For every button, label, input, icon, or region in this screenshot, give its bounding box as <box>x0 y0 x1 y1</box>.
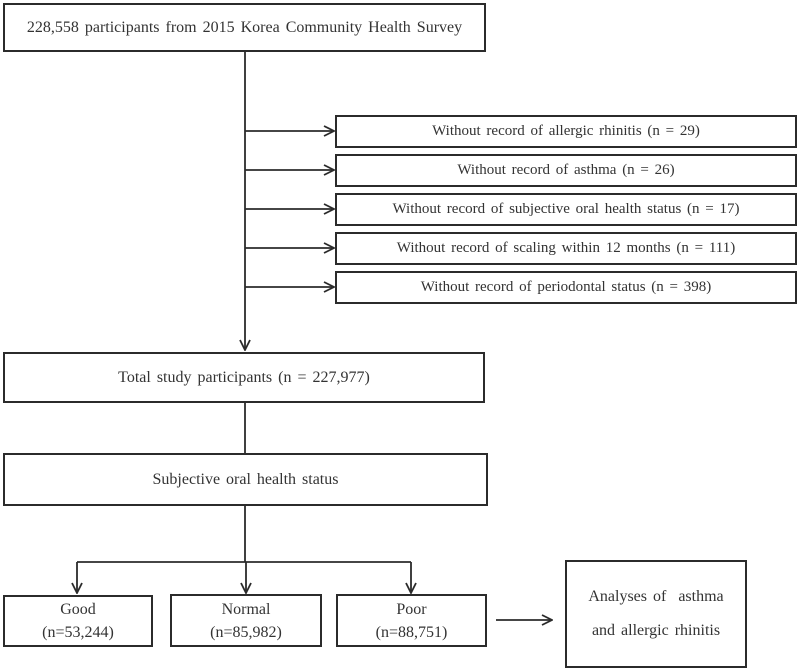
node-exclusion-periodontal-status: Without record of periodontal status (n … <box>335 271 797 304</box>
group-poor-count: (n=88,751) <box>375 623 448 641</box>
node-exclusion-asthma: Without record of asthma (n = 26) <box>335 154 797 187</box>
node-source-population: 228,558 participants from 2015 Korea Com… <box>3 3 486 52</box>
group-poor-label: Poor <box>396 600 427 618</box>
node-exclusion-scaling: Without record of scaling within 12 mont… <box>335 232 797 265</box>
analysis-line-1: Analyses of asthma <box>588 588 724 605</box>
analysis-line-2: and allergic rhinitis <box>591 622 721 639</box>
node-subjective-oral-health-status: Subjective oral health status <box>3 453 488 506</box>
node-exclusion-allergic-rhinitis: Without record of allergic rhinitis (n =… <box>335 115 797 148</box>
group-good-label: Good <box>60 601 96 618</box>
node-total-participants: Total study participants (n = 227,977) <box>3 352 485 403</box>
node-exclusion-oral-health-status: Without record of subjective oral health… <box>335 193 797 226</box>
group-normal-count: (n=85,982) <box>210 623 282 641</box>
node-group-poor: Poor (n=88,751) <box>336 594 487 647</box>
node-group-good: Good (n=53,244) <box>3 595 153 647</box>
group-good-count: (n=53,244) <box>42 624 114 641</box>
group-normal-label: Normal <box>221 600 271 618</box>
node-analysis-outcome: Analyses of asthma and allergic rhinitis <box>565 560 747 668</box>
node-group-normal: Normal (n=85,982) <box>170 594 322 647</box>
